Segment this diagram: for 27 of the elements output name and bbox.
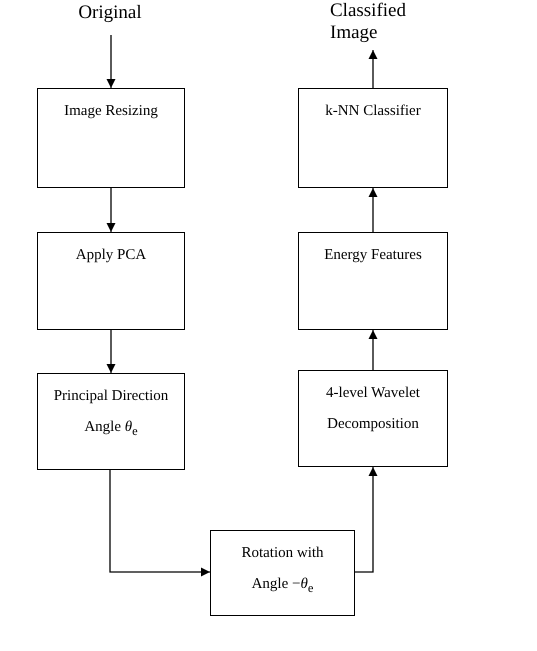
- arrow: [368, 330, 378, 370]
- terminal-label: Classified Image: [330, 0, 407, 44]
- arrow: [106, 188, 116, 232]
- process-box: [298, 232, 448, 330]
- process-box: [298, 370, 448, 467]
- process-box: [210, 530, 355, 616]
- process-box: [37, 232, 185, 330]
- box-label: Angle θ$_{e}$: [84, 419, 138, 439]
- arrow: [106, 330, 116, 373]
- terminal-label: Original: [78, 2, 142, 24]
- arrow: [368, 188, 378, 232]
- box-label: Angle −θ$_{e}$: [252, 576, 314, 596]
- arrow: [368, 50, 378, 88]
- box-label: k-NN Classifier: [325, 103, 421, 120]
- process-box: [298, 88, 448, 188]
- box-label: Rotation with: [241, 545, 324, 562]
- box-label: Image Resizing: [64, 103, 158, 120]
- box-label: Apply PCA: [76, 247, 146, 264]
- box-label: Energy Features: [324, 247, 422, 264]
- box-label: Principal Direction: [54, 388, 168, 406]
- process-box: [37, 88, 185, 188]
- box-label: 4-level Wavelet: [326, 385, 420, 402]
- arrow: [355, 467, 378, 573]
- process-box: [37, 373, 185, 470]
- arrow: [106, 35, 116, 88]
- arrow: [109, 470, 210, 577]
- box-label: Decomposition: [327, 416, 419, 434]
